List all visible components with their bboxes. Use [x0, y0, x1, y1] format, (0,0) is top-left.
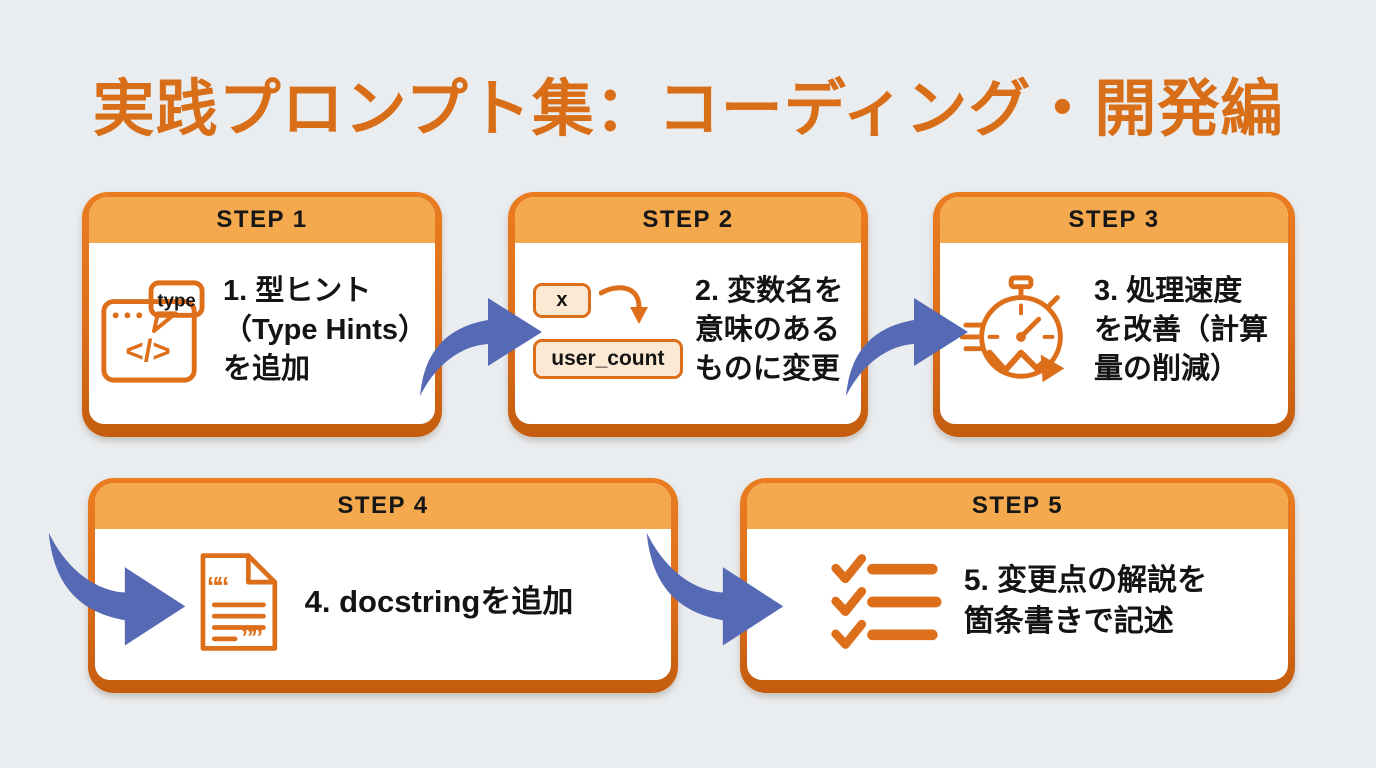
step-5-body: 5. 変更点の解説を 箇条書きで記述	[747, 529, 1288, 680]
code-glyph: </>	[125, 333, 170, 368]
step-label-line: 1. 型ヒント	[222, 275, 372, 308]
step-3-header: STEP 3	[940, 197, 1288, 243]
step-4-body: ““ ”” 4. docstringを追加	[95, 529, 671, 680]
step-5-label: 5. 変更点の解説を 箇条書きで記述	[964, 561, 1207, 641]
step-label-line: 量の削減）	[1093, 352, 1239, 385]
step-label-line: 3. 処理速度	[1093, 275, 1243, 308]
step-4-label: 4. docstringを追加	[305, 581, 574, 623]
type-bubble-label: type	[157, 289, 195, 310]
docstring-close-quotes: ””	[240, 622, 261, 652]
step-label-line: 2. 変数名を	[694, 275, 844, 308]
docstring-open-quotes: ““	[206, 571, 227, 601]
step-card-2: STEP 2 x user_count 2. 変数名を 意味のある ものに変更	[508, 192, 868, 437]
step-label-line: 意味のある	[694, 314, 840, 347]
step-label-line: を改善（計算	[1093, 314, 1268, 347]
flow-arrow-step3-to-step4-icon	[48, 532, 186, 646]
step-2-body: x user_count 2. 変数名を 意味のある ものに変更	[515, 243, 861, 424]
step-1-label: 1. 型ヒント （Type Hints） を追加	[223, 272, 427, 389]
variable-chip-after: user_count	[532, 338, 683, 379]
checklist-icon	[831, 553, 942, 649]
flow-arrow-step1-to-step2-icon	[420, 298, 542, 396]
step-label-line: 箇条書きで記述	[963, 604, 1174, 638]
step-5-header: STEP 5	[747, 483, 1288, 529]
step-1-body: </> type 1. 型ヒント （Type Hints） を追加	[89, 243, 435, 424]
variable-rename-icon: x user_count	[532, 281, 685, 381]
step-label-line: 5. 変更点の解説を	[963, 564, 1208, 598]
step-card-4: STEP 4 ““ ”” 4. docstringを追加	[88, 478, 678, 693]
variable-chip-before: x	[532, 282, 591, 318]
step-4-header: STEP 4	[95, 483, 671, 529]
step-1-header: STEP 1	[89, 197, 435, 243]
step-3-label: 3. 処理速度 を改善（計算 量の削減）	[1094, 272, 1268, 389]
docstring-document-icon: ““ ””	[200, 552, 277, 652]
step-label-line: ものに変更	[694, 352, 840, 385]
flow-arrow-step2-to-step3-icon	[846, 298, 968, 396]
step-label-line: 4. docstringを追加	[304, 583, 574, 619]
step-2-label: 2. 変数名を 意味のある ものに変更	[695, 272, 843, 389]
step-card-1: STEP 1 </> type 1. 型ヒント （Type Hints） を追加	[82, 192, 442, 437]
step-2-header: STEP 2	[515, 197, 861, 243]
step-3-body: 3. 処理速度 を改善（計算 量の削減）	[940, 243, 1288, 424]
rename-arrow-icon	[598, 284, 648, 324]
stopwatch-speed-icon	[959, 274, 1065, 382]
flow-arrow-step4-to-step5-icon	[646, 532, 784, 646]
step-label-line: を追加	[222, 352, 310, 385]
step-card-5: STEP 5 5. 変更点の解説を 箇条書きで記述	[740, 478, 1295, 693]
code-window-type-icon: </> type	[101, 279, 205, 383]
step-card-3: STEP 3	[933, 192, 1295, 437]
step-label-line: （Type Hints）	[222, 314, 428, 347]
page-title: 実践プロンプト集：コーディング・開発編	[92, 75, 1284, 144]
